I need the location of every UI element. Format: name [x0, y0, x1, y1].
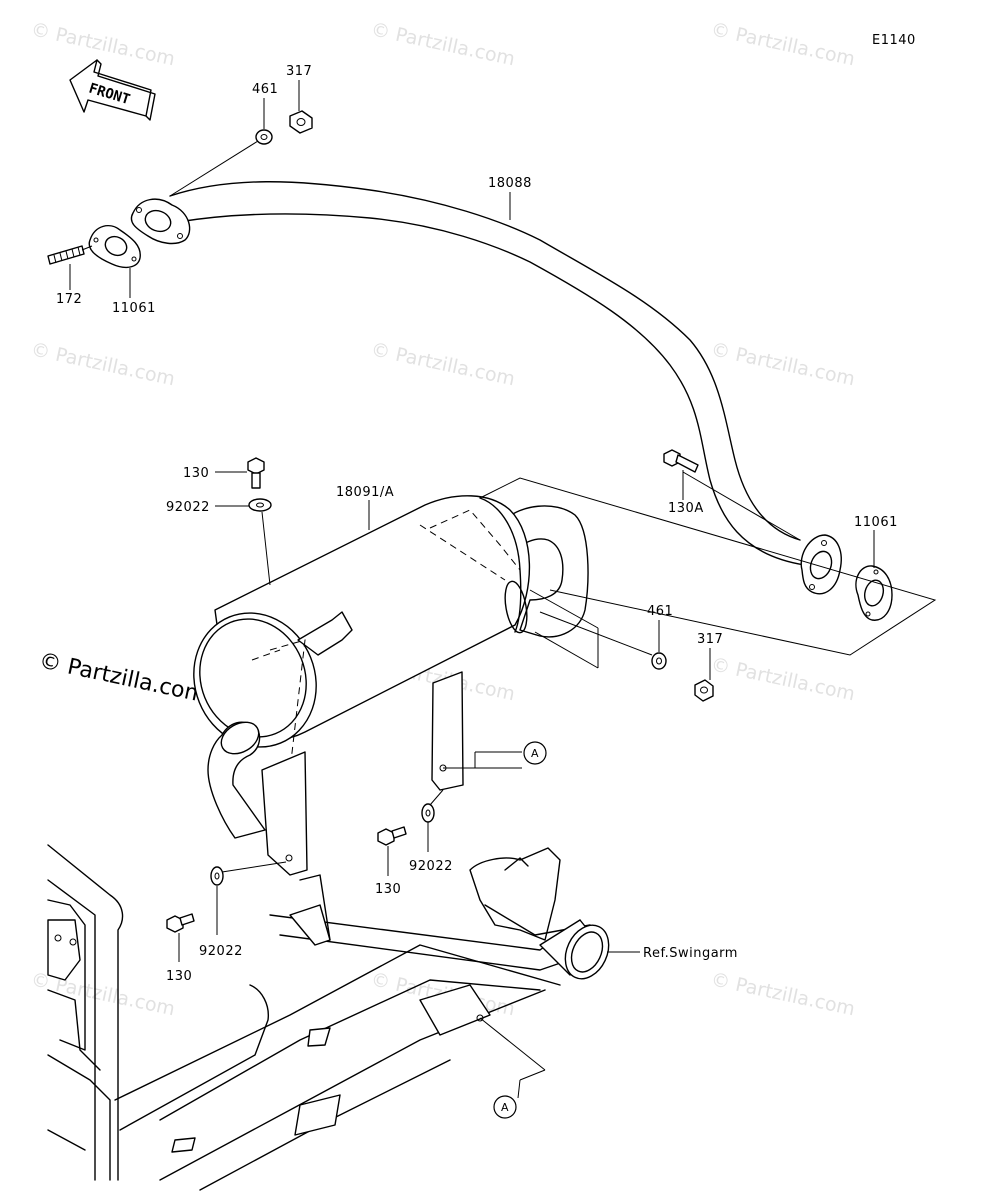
leader-line — [169, 140, 259, 197]
svg-text:A: A — [501, 1101, 509, 1114]
washer-icon — [210, 866, 224, 886]
leader-line — [221, 861, 287, 873]
callout-11061: 11061 — [854, 515, 898, 530]
washer-icon — [651, 652, 667, 670]
callout-labels: 461 317 18088 172 11061 130 92022 18091/… — [56, 64, 898, 984]
leader-line — [479, 1017, 546, 1071]
svg-text:A: A — [531, 747, 539, 760]
callout-461: 461 — [252, 82, 278, 97]
reference-marker-a-upper: A — [523, 741, 547, 765]
callout-130: 130 — [375, 882, 401, 897]
reference-marker-a-lower: A — [493, 1095, 517, 1119]
callout-11061: 11061 — [112, 301, 156, 316]
nut-icon — [289, 110, 313, 134]
front-arrow-icon: FRONT — [69, 59, 156, 121]
callout-130: 130 — [166, 969, 192, 984]
frame-swingarm — [47, 844, 610, 1191]
stud-bolt-icon — [47, 245, 85, 265]
exhaust-pipe — [130, 181, 842, 595]
watermark: © Partzilla.com — [709, 653, 857, 705]
washer-icon — [248, 498, 272, 512]
callout-92022: 92022 — [199, 944, 243, 959]
callout-18091a: 18091/A — [336, 485, 394, 500]
callout-130: 130 — [183, 466, 209, 481]
callout-130a: 130A — [668, 501, 704, 516]
callout-461: 461 — [647, 604, 673, 619]
callout-18088: 18088 — [488, 176, 532, 191]
gasket-left — [88, 224, 141, 269]
watermark: © Partzilla.com — [709, 18, 857, 70]
bolt-icon — [377, 826, 407, 846]
watermark: © Partzilla.com — [369, 18, 517, 70]
leader-line — [261, 511, 271, 586]
bolt-icon — [247, 457, 265, 489]
leader-line — [517, 1079, 521, 1099]
gasket-right — [855, 565, 893, 621]
washer-icon — [255, 129, 273, 145]
watermark-main: © Partzilla.com — [37, 648, 208, 708]
leader-line — [429, 789, 444, 806]
bolt-icon — [663, 449, 699, 473]
watermark: © Partzilla.com — [29, 18, 177, 70]
callout-172: 172 — [56, 292, 82, 307]
callout-317: 317 — [697, 632, 723, 647]
muffler — [193, 495, 589, 876]
leader-line — [81, 245, 93, 251]
diagram-code: E1140 — [872, 33, 916, 48]
washer-icon — [421, 803, 435, 823]
watermark: © Partzilla.com — [709, 968, 857, 1020]
bolt-icon — [166, 913, 195, 933]
callout-92022: 92022 — [166, 500, 210, 515]
callout-ref-swingarm: Ref.Swingarm — [643, 946, 738, 961]
reference-lines — [443, 471, 937, 769]
callout-317: 317 — [286, 64, 312, 79]
watermark: © Partzilla.com — [709, 338, 857, 390]
watermark: © Partzilla.com — [369, 338, 517, 390]
nut-icon — [694, 679, 714, 702]
watermark: © Partzilla.com — [29, 338, 177, 390]
callout-92022: 92022 — [409, 859, 453, 874]
leader-line — [519, 1069, 546, 1081]
